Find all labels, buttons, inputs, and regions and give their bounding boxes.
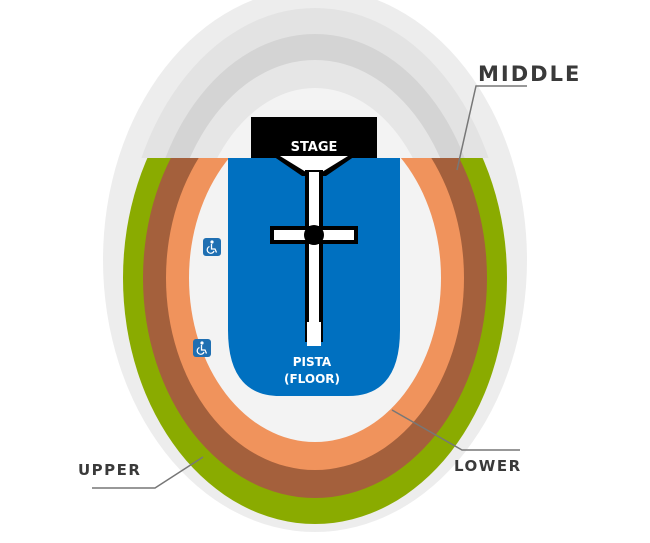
runway-center-stage xyxy=(304,225,324,245)
stage-label: STAGE xyxy=(291,140,338,155)
stage-funnel-inner xyxy=(280,156,348,172)
lower-leader-line xyxy=(391,409,520,451)
stage[interactable] xyxy=(251,117,377,158)
upper-leader-line xyxy=(92,456,204,489)
section-label-lower: LOWER xyxy=(454,457,522,475)
floor-label-line2: (FLOOR) xyxy=(284,372,340,386)
section-label-upper: UPPER xyxy=(78,461,141,479)
wheelchair-accessible-icon[interactable] xyxy=(193,339,211,357)
wheelchair-accessible-icon[interactable] xyxy=(203,238,221,256)
runway-end xyxy=(307,322,321,346)
runway-vertical-inner xyxy=(309,172,319,322)
section-label-middle: MIDDLE xyxy=(478,62,581,86)
floor-label-line1: PISTA xyxy=(293,355,332,369)
middle-leader-line xyxy=(456,85,527,171)
